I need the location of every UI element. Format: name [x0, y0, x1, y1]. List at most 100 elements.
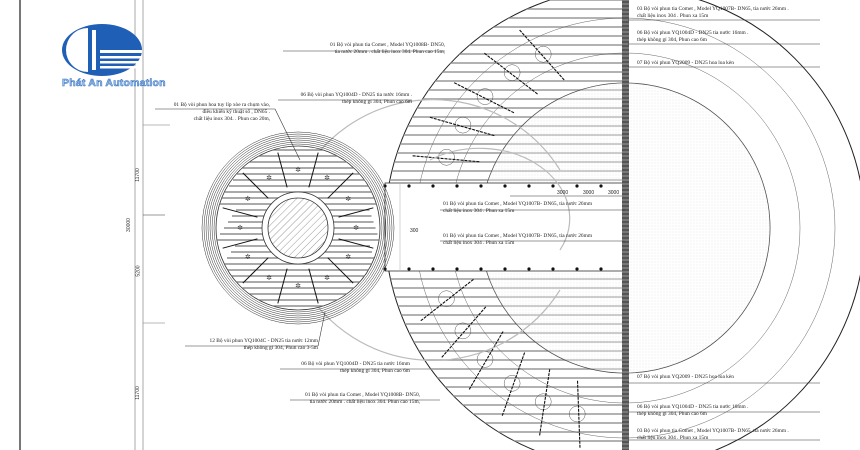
label-line: 01 Bộ vòi phun tia Comet , Model YQ1008B…: [330, 42, 445, 48]
nozzle-circle: [476, 88, 494, 105]
nozzle-icon: ✲: [266, 174, 272, 182]
bollard-dot: [599, 184, 603, 188]
label-line: thép không gỉ 304, Phun cao 6m: [637, 37, 707, 43]
label-yq1004c: 12 Bộ vòi phun YQ1004C - DN25 tia nước 1…: [180, 338, 318, 352]
spoke-line: [222, 238, 258, 249]
dimension-3000: 3000: [608, 190, 620, 196]
nozzle-icon: ✲: [295, 166, 301, 174]
dimension-3000: 3000: [583, 190, 595, 196]
spoke-line: [327, 257, 354, 284]
bollard-dot: [503, 267, 507, 271]
label-line: 03 Bộ vòi phun tia Comet , Model YQ1007B…: [637, 428, 789, 434]
label-line: thép không gỉ 304, Phun cao 6m: [342, 99, 412, 105]
bollard-dot: [551, 267, 555, 271]
label-line: 01 Bộ vòi phun hoa tuy líp xòe ra chụm v…: [173, 102, 270, 108]
nozzle-circle: [438, 149, 455, 166]
label-tulip: 01 Bộ vòi phun hoa tuy líp xòe ra chụm v…: [150, 102, 270, 123]
nozzle-icon: ✲: [345, 253, 351, 261]
bollard-dot: [479, 184, 483, 188]
label-line: 07 Bộ vòi phun YQ2009 - DN25 hoa loa kèn: [637, 60, 734, 66]
spoke-line: [338, 207, 374, 218]
dimension-vertical: 11700: [134, 168, 141, 182]
pool-ring: [203, 133, 393, 323]
spoke-line: [308, 268, 319, 304]
pool-ring: [201, 131, 395, 325]
label-line: chất liệu inox 304 . Phun xa 15m: [443, 208, 515, 214]
label-line: 06 Bộ vòi phun YQ1004D - DN25 tia nước 1…: [301, 361, 410, 367]
frame-lines: [19, 0, 170, 450]
label-right-top-comet: 03 Bộ vòi phun tia Comet , Model YQ1007B…: [637, 6, 789, 20]
bollard-dot: [599, 267, 603, 271]
label-line: 01 Bộ vòi phun tia Comet , Model YQ1007B…: [443, 233, 593, 239]
label-right-bottom-yq2009: 07 Bộ vòi phun YQ2009 - DN25 hoa loa kèn: [637, 374, 734, 381]
jet-line: [453, 81, 515, 114]
nozzle-icon: ✲: [245, 195, 251, 203]
bollard-dot: [503, 184, 507, 188]
nozzle-circle: [535, 46, 552, 63]
label-line: chất liệu inox 304. . Phun cao 20m,: [193, 116, 270, 122]
dimension-vertical: 30000: [125, 218, 132, 232]
label-line: chất liệu inox 304 . Phun xa 15m: [443, 240, 515, 246]
spoke-line: [242, 172, 269, 199]
bollard-dot: [575, 184, 579, 188]
jet-line: [468, 331, 504, 391]
label-line: tia nước 20mm . chất liệu inox 304. Phun…: [309, 399, 420, 405]
label-line: thép không gỉ 304, Phun cao 6m: [637, 411, 707, 417]
label-line: 03 Bộ vòi phun tia Comet , Model YQ1007B…: [637, 6, 789, 12]
spoke-line: [222, 207, 258, 218]
nozzle-icon: ✲: [324, 174, 330, 182]
label-right-top-yq2009: 07 Bộ vòi phun YQ2009 - DN25 hoa loa kèn: [637, 60, 734, 67]
label-line: tia nước 20mm . chất liệu inox 304. Phun…: [334, 49, 445, 55]
label-right-bottom-yq1004d: 06 Bộ vòi phun YQ1004D - DN25 tia nước 1…: [637, 404, 748, 418]
label-line: 12 Bộ vòi phun YQ1004C - DN25 tia nước 1…: [209, 338, 318, 344]
label-right-top-yq1004d: 06 Bộ vòi phun YQ1004D - DN25 tia nước 1…: [637, 30, 748, 44]
dimension-vertical: 11700: [134, 386, 141, 400]
dimension-vertical: 5200: [135, 265, 142, 277]
bollard-dot: [527, 267, 531, 271]
nozzle-icon: ✲: [266, 274, 272, 282]
jet-line: [518, 29, 565, 81]
spoke-line: [277, 152, 288, 188]
bollard-dot: [431, 184, 435, 188]
nozzle-circle: [438, 290, 455, 307]
spoke-line: [338, 238, 374, 249]
label-mid-comet-1: 01 Bộ vòi phun tia Comet , Model YQ1007B…: [443, 201, 592, 215]
label-line: thép không gỉ 304, Phun cao 6m: [340, 368, 410, 374]
label-line: chất liệu inox 304 . Phun xa 15m: [637, 13, 709, 19]
label-line: chất liệu inox 304 . Phun xa 15m: [637, 435, 709, 441]
label-line: 01 Bộ vòi phun tia Comet , Model YQ1008B…: [305, 392, 420, 398]
nozzle-icon: ✲: [345, 195, 351, 203]
spoke-line: [242, 257, 269, 284]
nozzle-icon: ✲: [245, 253, 251, 261]
jet-line: [501, 352, 526, 417]
jet-line: [538, 369, 551, 437]
bollard-dot: [455, 184, 459, 188]
label-line: điều khiển kỹ thuật số , DN65 .: [202, 109, 270, 115]
label-line: 06 Bộ vòi phun YQ1004D - DN25 tia nước 1…: [300, 92, 412, 98]
dimension-3000: 3000: [557, 190, 569, 196]
jet-line: [483, 52, 538, 95]
round-pool: ✲✲✲✲✲✲✲✲✲✲✲✲: [201, 131, 395, 325]
spoke-line: [308, 152, 319, 188]
spoke-line: [327, 172, 354, 199]
bollard-dot: [407, 267, 411, 271]
bollard-dot: [431, 267, 435, 271]
spoke-line: [277, 268, 288, 304]
pool-ring: [213, 143, 383, 313]
pool-ring: [209, 139, 387, 317]
bollard-dot: [407, 184, 411, 188]
company-logo: [62, 24, 142, 76]
jet-line: [419, 278, 474, 322]
right-border-band: [622, 0, 629, 450]
pool-ring: [211, 141, 385, 315]
label-line: 07 Bộ vòi phun YQ2009 - DN25 hoa loa kèn: [637, 374, 734, 380]
jet-line: [576, 380, 581, 449]
nozzle-circle: [454, 322, 472, 340]
jet-line: [440, 306, 487, 359]
pool-ring: [207, 137, 389, 319]
pool-ring: [205, 135, 391, 321]
label-yq1004d-top-left: 06 Bộ vòi phun YQ1004D - DN25 tia nước 1…: [270, 92, 412, 106]
bollard-dot: [527, 184, 531, 188]
leader-lines: [155, 19, 820, 441]
label-mid-comet-2: 01 Bộ vòi phun tia Comet , Model YQ1007B…: [443, 233, 592, 247]
